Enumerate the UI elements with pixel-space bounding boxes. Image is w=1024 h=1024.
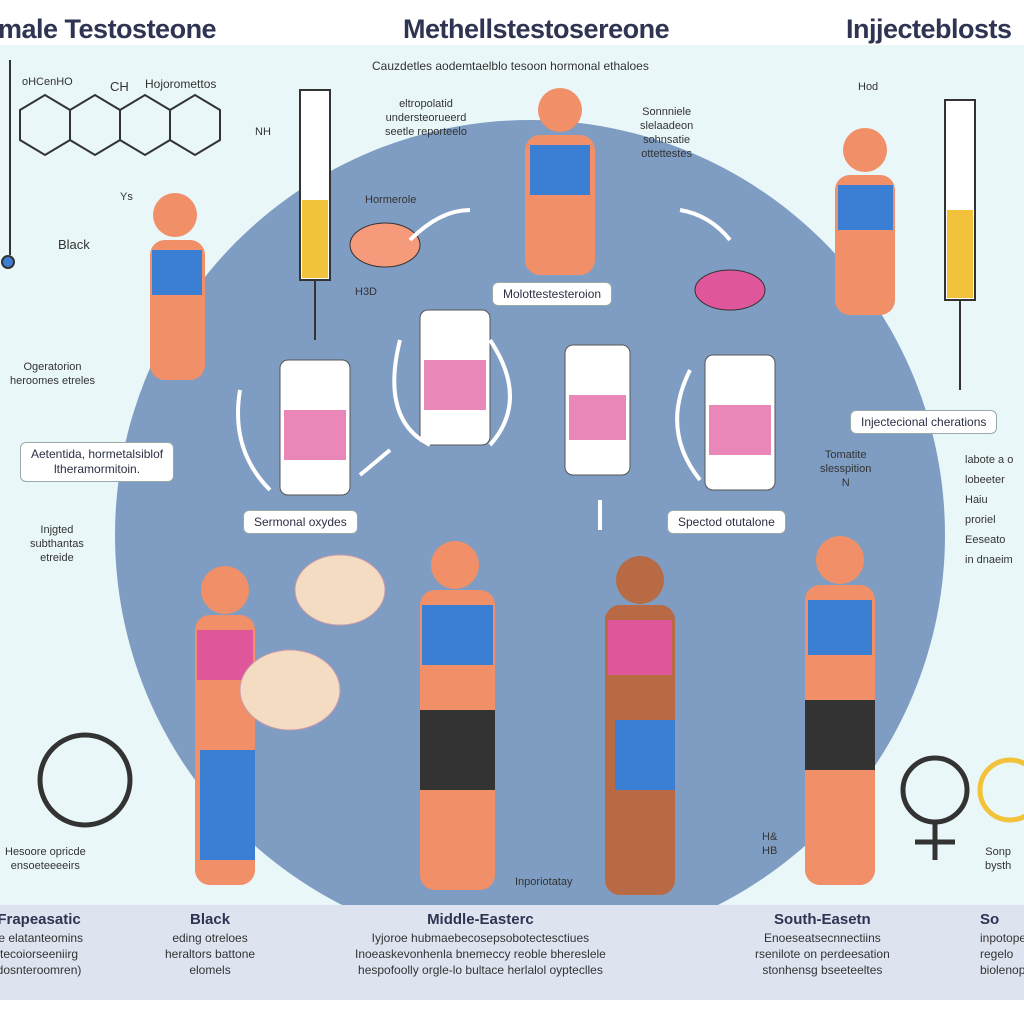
- label-hod: Hod: [858, 81, 879, 93]
- title-left: male Testosteone: [0, 14, 217, 44]
- vial-icon: [564, 344, 631, 476]
- label-black: Black: [58, 237, 90, 252]
- box-spectod-otutalone: Spectod otutalone: [667, 510, 786, 534]
- title-right: Injjecteblosts: [846, 14, 1012, 44]
- subtitle: Cauzdetles aodemtaelblo tesoon hormonal …: [372, 59, 649, 73]
- syringe-icon: [299, 89, 331, 340]
- cycle-arrows-icon: [236, 208, 732, 530]
- label-h3d: H3D: [355, 286, 378, 298]
- structure-label: NH: [255, 126, 271, 138]
- label-inporiotatay: Inporiotatay: [515, 876, 573, 888]
- label-hormerole: Hormerole: [365, 194, 417, 206]
- brain-icon: [294, 554, 386, 626]
- athlete-figure: [150, 88, 895, 895]
- structure-label: oHCenHO: [22, 76, 73, 88]
- box-molottestesteroion: Molottestesteroion: [492, 282, 613, 306]
- label-hb: H&HB: [762, 831, 778, 857]
- gender-symbol-icon: [977, 757, 1024, 823]
- vial-icon: [704, 354, 776, 491]
- pill-icon: [349, 222, 421, 268]
- pill-icon: [694, 269, 766, 311]
- brain-icon: [239, 649, 341, 731]
- vial-icon: [279, 359, 351, 496]
- bicycle-wheel-icon: [37, 732, 133, 828]
- structure-label: Ys: [120, 191, 133, 203]
- female-symbol-icon: [900, 755, 970, 860]
- box-injectecional: Injectecional cherations: [850, 410, 998, 434]
- structure-label: Hojoromettos: [145, 77, 217, 91]
- molecule-structure-icon: [1, 60, 221, 269]
- bottom-band: [0, 905, 1024, 1000]
- title-center: Methellstestosereone: [403, 14, 670, 44]
- syringe-icon: [944, 99, 976, 390]
- vial-icon: [419, 309, 491, 446]
- box-sermonal-oxydes: Sermonal oxydes: [243, 510, 358, 534]
- structure-label: CH: [110, 79, 129, 94]
